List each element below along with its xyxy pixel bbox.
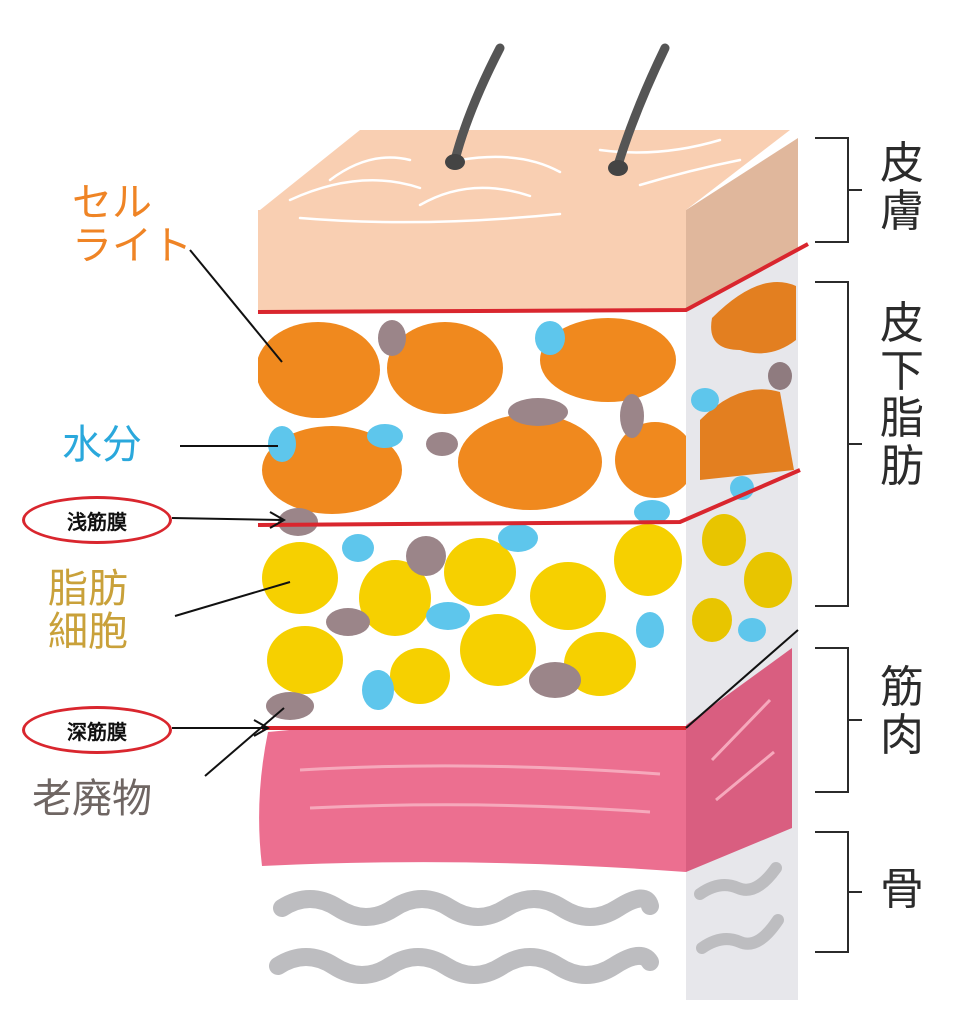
cellulite-leader <box>189 249 283 363</box>
skin-label: 皮 膚 <box>880 138 924 237</box>
water-droplet <box>268 426 296 462</box>
hair-strand <box>613 43 670 170</box>
fat-cell-side <box>744 552 792 608</box>
muscle-layer <box>259 648 792 872</box>
fat-cell <box>267 626 343 694</box>
fat-cell-cluster <box>262 524 682 704</box>
fascia-lines <box>257 242 809 730</box>
waste-particle <box>406 536 446 576</box>
water-droplet <box>634 500 670 524</box>
skin-side <box>686 138 798 310</box>
right-brackets <box>815 137 862 953</box>
fat-cell <box>390 648 450 704</box>
fat-cell <box>460 614 536 686</box>
hair-strand <box>450 43 505 165</box>
hair-group <box>445 43 670 176</box>
water-droplet-side <box>738 618 766 642</box>
fat-cell <box>614 524 682 596</box>
fat-cell <box>444 538 516 606</box>
water-droplet-side <box>691 388 719 412</box>
muscle-highlight <box>309 803 651 814</box>
water-droplet <box>367 424 403 448</box>
water-droplet <box>342 534 374 562</box>
subcutaneous-fat-bracket <box>815 281 862 607</box>
skin-fat-boundary-line <box>257 242 809 314</box>
skin-layer <box>258 130 798 310</box>
skin-texture <box>288 138 742 224</box>
cellulite-blob <box>262 426 402 514</box>
cellulite-blob <box>387 322 503 414</box>
waste-particle-side <box>768 362 792 390</box>
waste-particle <box>278 508 318 536</box>
superficial-fascia-arrow <box>171 517 283 521</box>
waste-particle <box>620 394 644 438</box>
cellulite-side <box>711 282 796 354</box>
bone-side-wave-top <box>694 862 782 900</box>
bone-side-wave-bottom <box>696 914 784 954</box>
water-label: 水分 <box>62 422 142 468</box>
waste-particle <box>426 432 458 456</box>
skin-front <box>258 210 686 310</box>
leader-lines <box>171 249 799 777</box>
hair-follicle <box>445 154 465 170</box>
deep-fascia-label: 深筋膜 <box>22 706 172 754</box>
cellulite-side <box>700 389 794 480</box>
muscle-side-highlight <box>710 698 772 762</box>
fat-cell <box>530 562 606 630</box>
superficial-fascia-label: 浅筋膜 <box>22 496 172 544</box>
muscle-front <box>259 720 686 872</box>
water-cluster <box>268 321 670 710</box>
skin-bracket <box>815 137 862 243</box>
waste-particle <box>378 320 406 356</box>
bone-bracket <box>815 831 862 953</box>
bone-wave-top <box>273 889 659 926</box>
muscle-side-highlight <box>715 750 775 802</box>
waste-label: 老廃物 <box>32 776 152 822</box>
muscle-side-leader <box>685 629 799 729</box>
cellulite-blob <box>615 422 686 498</box>
fat-cell-leader <box>174 581 291 617</box>
cellulite-blob <box>458 414 602 510</box>
muscle-label: 筋 肉 <box>880 662 924 761</box>
cellulite-label: セル ライト <box>72 180 192 270</box>
cellulite-blob <box>258 322 380 418</box>
superficial-fascia-line <box>257 468 801 527</box>
fat-cell-side <box>692 598 732 642</box>
water-droplet <box>498 524 538 552</box>
waste-particle <box>508 398 568 426</box>
superficial-fascia-arrowhead <box>269 511 287 529</box>
fat-cell <box>262 542 338 614</box>
cellulite-blob <box>540 318 676 402</box>
water-droplet <box>362 670 394 710</box>
fat-cell <box>564 632 636 696</box>
fat-cell-side <box>702 514 746 566</box>
waste-particle <box>266 692 314 720</box>
water-droplet <box>426 602 470 630</box>
deep-fascia-arrowhead <box>253 719 271 737</box>
fat-cell <box>359 560 431 636</box>
skin-top <box>260 130 790 210</box>
hair-follicle <box>608 160 628 176</box>
water-droplet <box>535 321 565 355</box>
cellulite-cluster <box>258 318 686 514</box>
muscle-highlight <box>299 764 661 776</box>
waste-leader <box>204 707 285 777</box>
fat-layer-side <box>691 282 796 642</box>
waste-particle <box>326 608 370 636</box>
waste-particle <box>529 662 581 698</box>
subcutaneous-fat-label: 皮 下 脂 肪 <box>880 298 924 492</box>
muscle-bracket <box>815 647 862 793</box>
fat-cells-label: 脂肪 細胞 <box>48 566 128 656</box>
bone-label: 骨 <box>880 864 924 915</box>
bone-layer <box>269 862 784 984</box>
bone-wave-bottom <box>269 947 659 984</box>
water-droplet <box>636 612 664 648</box>
